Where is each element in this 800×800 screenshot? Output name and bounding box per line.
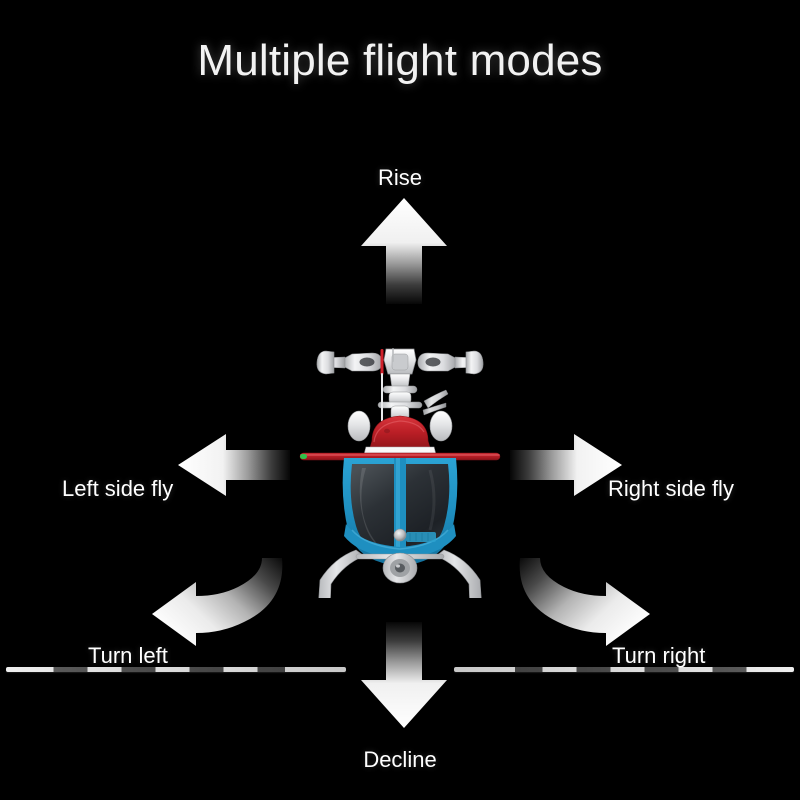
left-arrow	[178, 434, 290, 496]
curved-right-arrow	[519, 558, 650, 646]
label-turn-left: Turn left	[88, 643, 168, 668]
label-decline: Decline	[363, 747, 437, 772]
label-rise: Rise	[377, 165, 422, 190]
up-arrow	[361, 198, 447, 304]
main-rotor-blade-right	[454, 667, 794, 672]
curved-left-arrow	[152, 558, 283, 646]
rotor-hub	[316, 348, 484, 441]
main-rotor-blade-left	[6, 667, 346, 672]
label-right-side-fly: Right side fly	[608, 476, 734, 501]
nose-light	[382, 552, 418, 584]
page-title: Multiple flight modes	[197, 36, 603, 85]
right-arrow	[510, 434, 622, 496]
down-arrow	[361, 622, 447, 728]
antenna-mast	[380, 349, 384, 375]
label-turn-right: Turn right	[612, 643, 706, 668]
rc-helicopter	[0, 318, 800, 672]
label-left-side-fly: Left side fly	[62, 476, 174, 501]
body	[342, 458, 458, 566]
